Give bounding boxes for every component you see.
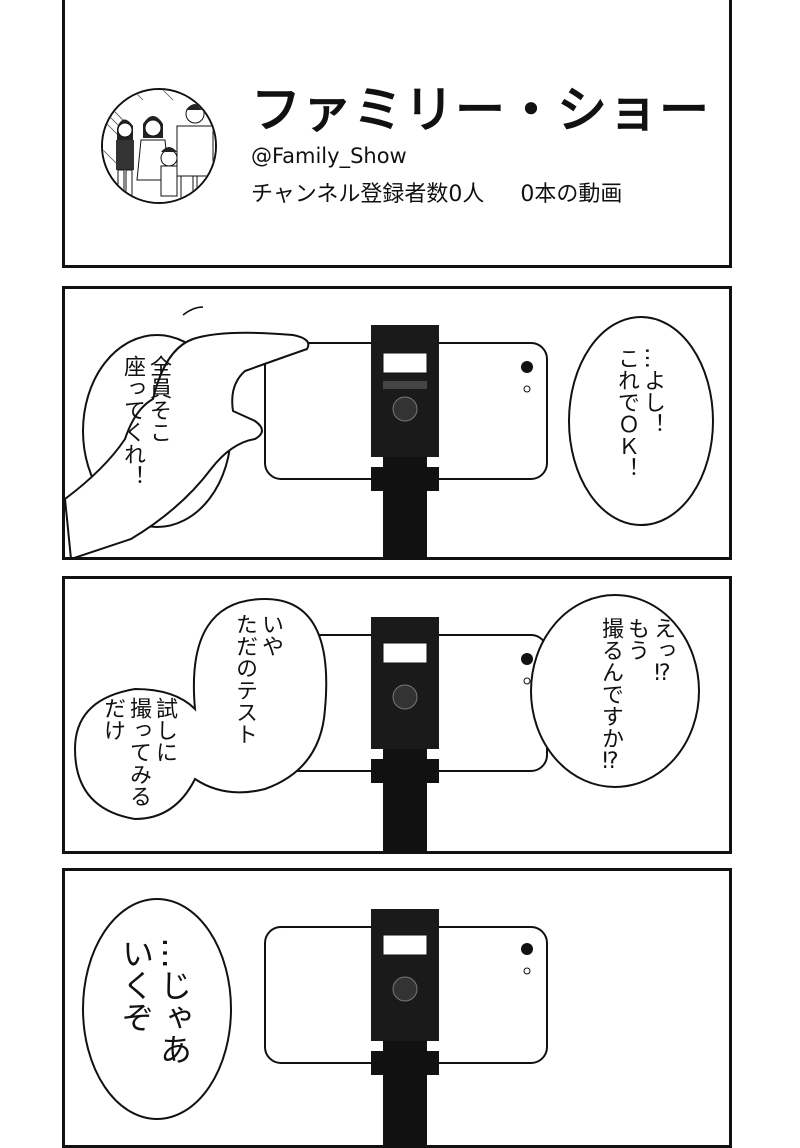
subscriber-count: チャンネル登録者数0人 — [251, 182, 485, 207]
speech-bubble-left: 全員そこ 座ってくれ！ — [119, 355, 171, 487]
channel-avatar[interactable] — [101, 88, 217, 204]
phone-on-tripod-drawing — [82, 898, 548, 1145]
channel-handle: @Family_Show — [251, 144, 407, 168]
panel-phone-setup: 全員そこ 座ってくれ！ …よし！ これでＯＫ！ — [62, 286, 732, 560]
speech-bubble-upper-left: いや ただのテスト — [231, 613, 283, 745]
speech-bubble-lower-left: 試しに 撮ってみる だけ — [99, 697, 177, 807]
speech-bubble-right: えっ⁉ もう 撮るんですか⁉ — [597, 617, 675, 774]
bubble-line: …よし！ — [640, 347, 665, 435]
bubble-line: 座ってくれ！ — [120, 355, 145, 487]
speech-bubble-right: …よし！ これでＯＫ！ — [613, 347, 665, 479]
family-illustration — [103, 90, 215, 202]
phone-on-tripod-drawing — [73, 594, 700, 851]
bubble-line: いや — [258, 613, 283, 657]
bubble-line: …じゃあ — [155, 937, 193, 1065]
phone-on-tripod-drawing — [65, 306, 714, 557]
panel-test-shot: えっ⁉ もう 撮るんですか⁉ いや ただのテスト 試しに 撮ってみる だけ — [62, 576, 732, 854]
bubble-line: 全員そこ — [146, 355, 171, 443]
panel-lets-go: …じゃあ いくぞ — [62, 868, 732, 1148]
bubble-line: えっ⁉ — [650, 617, 675, 686]
bubble-line: これでＯＫ！ — [614, 347, 639, 479]
bubble-line: ただのテスト — [232, 613, 257, 745]
bubble-line: いくぞ — [117, 937, 155, 1033]
channel-stats: チャンネル登録者数0人 0本の動画 — [251, 176, 622, 208]
bubble-line: もう — [624, 617, 649, 661]
bubble-line: だけ — [100, 697, 125, 741]
bubble-line: 撮ってみる — [126, 697, 151, 807]
video-count: 0本の動画 — [520, 182, 623, 207]
bubble-line: 撮るんですか⁉ — [598, 617, 623, 774]
bubble-line: 試しに — [152, 697, 177, 763]
channel-header-panel: ファミリー・ショー @Family_Show チャンネル登録者数0人 0本の動画 — [62, 0, 732, 268]
speech-bubble: …じゃあ いくぞ — [117, 937, 193, 1065]
channel-title: ファミリー・ショー — [251, 81, 710, 139]
